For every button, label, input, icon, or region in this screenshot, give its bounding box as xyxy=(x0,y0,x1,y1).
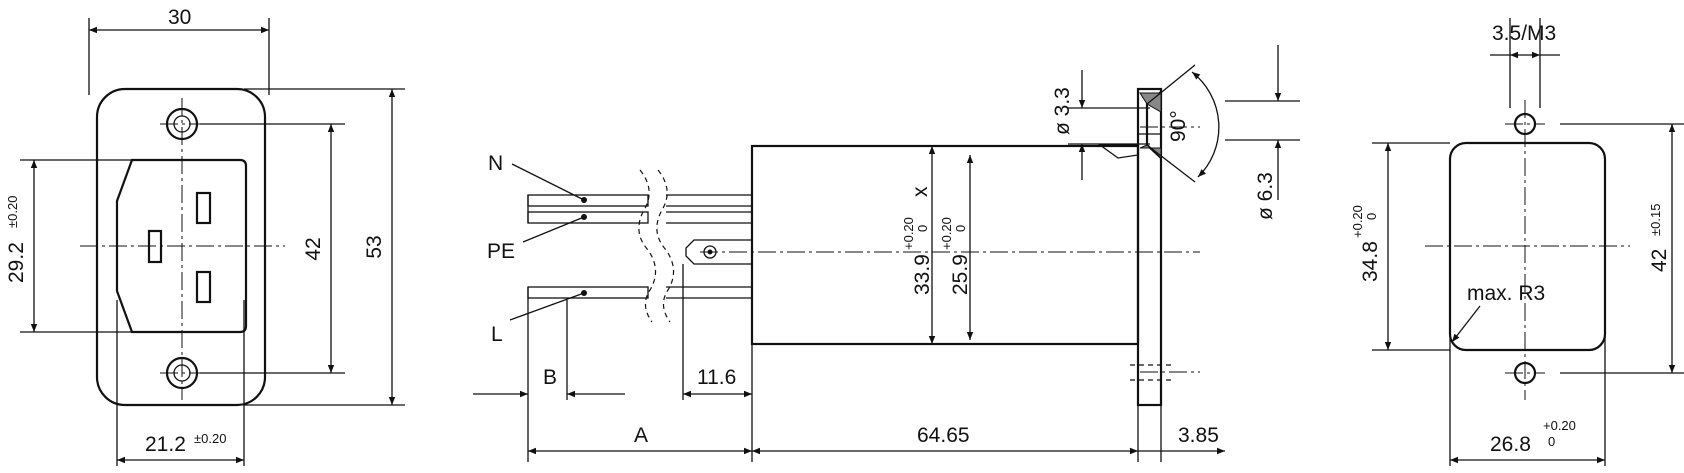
dim-cutout-width-26-8: 26.8 xyxy=(1490,433,1531,456)
dim-cutout-width-tol-low: 0 xyxy=(1548,434,1555,449)
dim-hole-spacing-tol: ±0.15 xyxy=(1648,204,1663,236)
dim-body-dia-tol-low: 0 xyxy=(915,225,930,232)
dim-body-length-64-65: 64.65 xyxy=(917,424,970,447)
dim-hole-dia-3-3: ø 3.3 xyxy=(1051,87,1074,135)
front-view: 30 53 42 29.2 ±0.20 21.2 ±0.20 xyxy=(5,6,405,466)
dim-hole-spacing-42: 42 xyxy=(302,237,325,260)
dim-cutout-height-tol-up: +0.20 xyxy=(1350,205,1365,238)
dim-body-dia-x: x xyxy=(909,186,932,197)
side-view: 33.9 +0.20 0 x 25.9 +0.20 0 ø 3.3 90° ø … xyxy=(473,45,1300,462)
dim-height-53: 53 xyxy=(363,235,386,258)
dim-a: A xyxy=(634,424,648,447)
dim-body-dia-tol-up: +0.20 xyxy=(901,217,916,250)
dim-width-30: 30 xyxy=(168,6,191,29)
front-flange xyxy=(95,87,267,407)
dim-cutout-width-tol-up: +0.20 xyxy=(1543,418,1576,433)
dim-cutout-width-tol: ±0.20 xyxy=(194,431,226,446)
wire-label-l: L xyxy=(491,323,503,346)
dim-hole-spacing-42: 42 xyxy=(1648,249,1671,272)
dim-cutout-width-21-2: 21.2 xyxy=(145,433,186,456)
dim-cutout-height-tol-low: 0 xyxy=(1364,213,1379,220)
dim-csk-dia-6-3: ø 6.3 xyxy=(1254,172,1277,220)
cutout-view: 3.5/M3 34.8 +0.20 0 42 ±0.15 max. R3 26.… xyxy=(1350,18,1684,466)
filter-flange xyxy=(1136,87,1163,407)
contact-upper xyxy=(195,191,212,225)
dim-body-dia-25-9: 25.9 xyxy=(949,254,972,295)
dim-cutout-height-29-2: 29.2 xyxy=(5,242,28,283)
dim-11-6: 11.6 xyxy=(697,366,736,389)
dim-body-dia-inner-tol-low: 0 xyxy=(953,225,968,232)
wire-label-n: N xyxy=(488,152,503,175)
dim-body-dia-33-9: 33.9 xyxy=(911,254,934,295)
iec-socket-outline xyxy=(115,158,248,334)
dim-b: B xyxy=(543,366,557,389)
dim-cutout-height-34-8: 34.8 xyxy=(1359,241,1382,282)
dim-body-dia-inner-tol-up: +0.20 xyxy=(939,217,954,250)
contact-lower xyxy=(195,270,212,304)
dim-flange-3-85: 3.85 xyxy=(1178,424,1219,447)
dim-cutout-height-tol: ±0.20 xyxy=(5,196,20,228)
wire-label-pe: PE xyxy=(487,240,515,263)
dim-hole-size-3-5-m3: 3.5/M3 xyxy=(1492,22,1556,45)
radius-label: max. R3 xyxy=(1467,282,1545,305)
dim-angle-90: 90° xyxy=(1167,110,1190,142)
